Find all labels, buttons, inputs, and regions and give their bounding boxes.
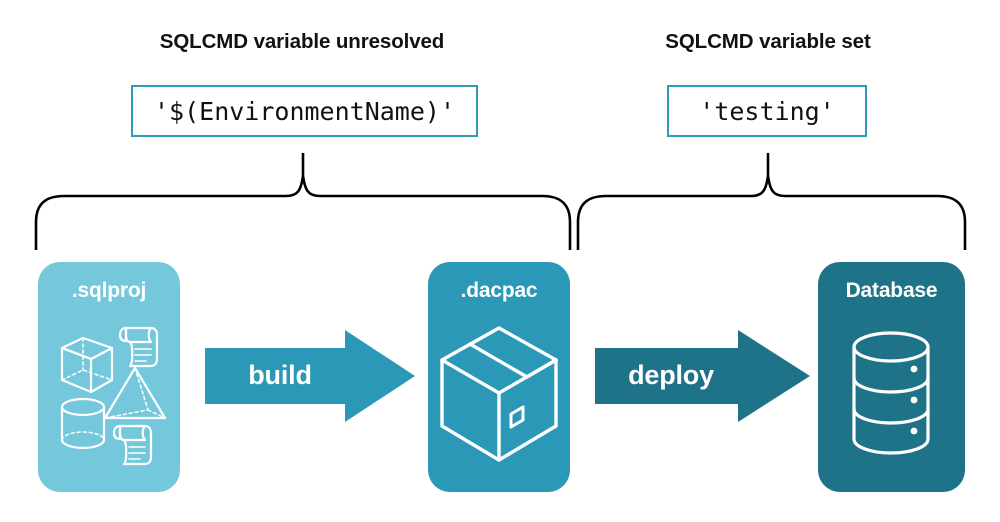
cube-icon [60, 336, 114, 394]
dacpac-package-art [440, 326, 558, 462]
code-value-set: 'testing' [667, 85, 867, 137]
arrow-build [205, 330, 415, 422]
sqlproj-artifact-icons [60, 326, 167, 466]
cylinder-icon [60, 397, 106, 450]
brace-left-icon [34, 153, 572, 250]
database-art [852, 331, 930, 455]
brace-group [34, 153, 967, 250]
card-sqlproj[interactable]: .sqlproj [38, 262, 180, 492]
card-dacpac-label: .dacpac [460, 279, 538, 302]
code-value-unresolved: '$(EnvironmentName)' [131, 85, 478, 137]
arrow-deploy-shape [595, 330, 810, 422]
package-box-icon [440, 326, 558, 462]
scroll-icon [118, 326, 159, 368]
card-sqlproj-label: .sqlproj [71, 279, 147, 302]
arrow-build-shape [205, 330, 415, 422]
arrow-deploy [595, 330, 810, 422]
arrow-build-label: build [248, 360, 312, 390]
heading-sqlcmd-variable-set: SQLCMD variable set [665, 30, 871, 53]
arrow-deploy-label: deploy [628, 360, 714, 390]
scroll-icon [112, 424, 153, 466]
card-database[interactable]: Database [818, 262, 965, 492]
card-database-label: Database [845, 279, 938, 302]
database-cylinder-icon [852, 331, 930, 455]
pyramid-icon [103, 366, 167, 420]
heading-sqlcmd-variable-unresolved: SQLCMD variable unresolved [159, 30, 445, 53]
card-dacpac[interactable]: .dacpac [428, 262, 570, 492]
brace-right-icon [576, 153, 967, 250]
